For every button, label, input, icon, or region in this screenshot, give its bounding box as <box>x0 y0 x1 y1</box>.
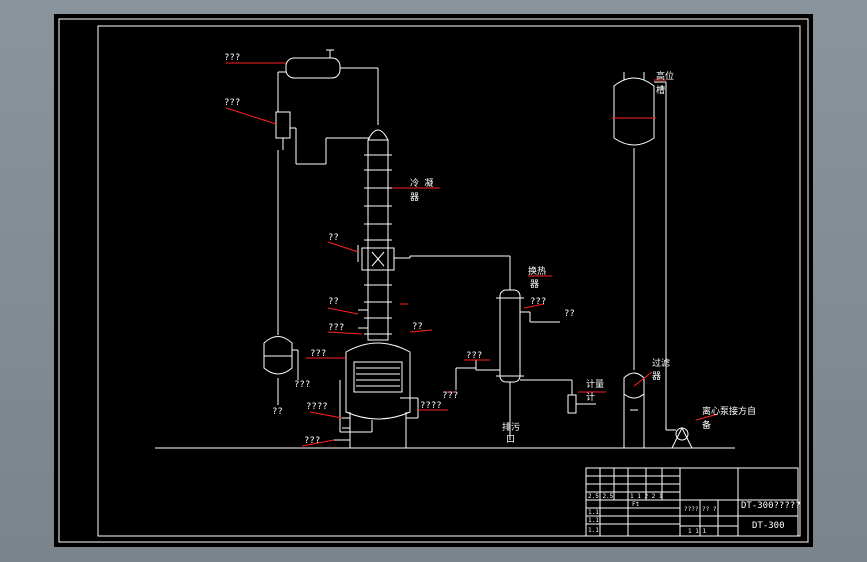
label-receiver-bottom: ?? <box>272 407 283 417</box>
receiver-tank <box>263 336 299 405</box>
label-meter2: 计 <box>586 391 595 403</box>
title-mid-code: ???? ?? ? <box>684 506 717 513</box>
distillation-column <box>357 129 511 341</box>
heat-exchanger <box>455 289 596 440</box>
inner-frame <box>97 25 801 537</box>
label-hx-bottom2: 口 <box>506 435 515 445</box>
title-cell-d: 1.1 <box>588 527 599 534</box>
label-hx-title2: 器 <box>530 279 539 290</box>
storage-tank <box>613 72 667 430</box>
label-hx-title1: 换热 <box>528 265 546 277</box>
label-outlet-right: ??? <box>442 391 458 401</box>
label-meter1: 计量 <box>586 378 604 390</box>
title-cell-c: 1.1 <box>588 517 599 524</box>
label-hx-side: ??? <box>530 297 546 307</box>
title-cell-scale: Ft <box>632 501 640 508</box>
label-storage-top2: 槽 <box>656 84 665 96</box>
label-condenser: ??? <box>224 53 240 63</box>
label-filter2: 器 <box>652 371 661 382</box>
label-reboiler-left: ??? <box>310 349 326 359</box>
label-column-side: 冷 凝 <box>410 177 433 189</box>
centrifugal-pump <box>666 426 693 449</box>
label-filter1: 过滤 <box>652 357 670 369</box>
title-line1: DT-300????? <box>741 501 801 511</box>
label-pump-left: ???? <box>306 402 328 412</box>
label-feed-lower: ??? <box>328 323 344 333</box>
label-feed-mid: ?? <box>328 297 339 307</box>
title-block <box>585 467 799 537</box>
label-reboiler-top: ?? <box>412 322 423 332</box>
filter-vessel <box>623 372 645 448</box>
title-line2: DT-300 <box>752 521 785 531</box>
label-pump-right2: 备 <box>702 419 711 431</box>
title-cell-b: 1.1 <box>588 509 599 516</box>
label-column-side2: 器 <box>410 192 419 203</box>
label-storage-top1: 高位 <box>656 70 674 82</box>
condenser-tank <box>277 49 379 125</box>
label-base-right: ???? <box>420 401 442 411</box>
label-hx-inlet: ??? <box>466 351 482 361</box>
outer-frame <box>58 18 809 543</box>
drawing-sheet <box>54 14 813 547</box>
label-base-left: ??? <box>304 436 320 446</box>
label-pump-right1: 离心泵接方自 <box>702 405 756 417</box>
title-mid-nums: 1 1 1 <box>688 528 706 535</box>
label-hx-bottom1: 排污 <box>502 421 520 433</box>
reboiler <box>334 342 419 448</box>
label-feed-upper: ?? <box>328 233 339 243</box>
label-receiver-tank: ??? <box>294 380 310 390</box>
title-cell-a: 2.5 2.5 <box>588 493 614 500</box>
separator-box <box>275 111 370 335</box>
label-separator: ??? <box>224 98 240 108</box>
title-cell-row: 1 1 2 2 1 <box>630 493 663 500</box>
label-hx-valve: ?? <box>564 309 575 319</box>
